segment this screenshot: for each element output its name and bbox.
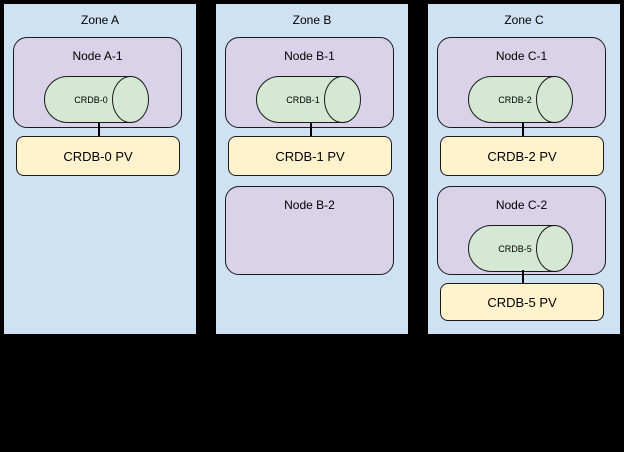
crdb-5-database-cylinder: CRDB-5 — [468, 225, 573, 272]
crdb-5-label: CRDB-5 — [498, 244, 532, 254]
zone-b: Zone B Node B-1 CRDB-1 CRDB-1 PV Node B-… — [214, 2, 410, 336]
zone-a-label: Zone A — [80, 13, 120, 27]
crdb-2-database-cylinder: CRDB-2 — [468, 76, 573, 123]
cylinder-cap — [112, 76, 149, 123]
crdb-1-pv-box: CRDB-1 PV — [228, 136, 392, 176]
node-c-1: Node C-1 CRDB-2 — [437, 37, 606, 128]
zone-b-label: Zone B — [292, 13, 332, 27]
connector-line-a1 — [98, 123, 100, 136]
zone-c: Zone C Node C-1 CRDB-2 CRDB-2 PV Node C-… — [426, 2, 622, 336]
crdb-2-pv-label: CRDB-2 PV — [487, 148, 557, 164]
crdb-1-database-cylinder: CRDB-1 — [256, 76, 361, 123]
crdb-0-label: CRDB-0 — [74, 95, 108, 105]
crdb-5-pv-box: CRDB-5 PV — [440, 283, 604, 321]
crdb-2-pv-box: CRDB-2 PV — [440, 136, 604, 176]
crdb-0-pv-label: CRDB-0 PV — [63, 148, 133, 164]
zone-a: Zone A Node A-1 CRDB-0 CRDB-0 PV — [2, 2, 198, 336]
node-a-1: Node A-1 CRDB-0 — [13, 37, 182, 128]
node-b-2-label: Node B-2 — [284, 198, 335, 212]
node-a-1-label: Node A-1 — [72, 49, 123, 63]
crdb-1-label: CRDB-1 — [286, 95, 320, 105]
crdb-2-label: CRDB-2 — [498, 95, 532, 105]
crdb-1-pv-label: CRDB-1 PV — [275, 148, 345, 164]
node-b-1-label: Node B-1 — [284, 49, 335, 63]
zone-c-label: Zone C — [504, 13, 544, 27]
node-c-2-label: Node C-2 — [495, 198, 548, 212]
node-c-2: Node C-2 CRDB-5 — [437, 186, 606, 275]
node-c-1-label: Node C-1 — [495, 49, 548, 63]
connector-line-c1 — [522, 123, 524, 136]
node-b-1: Node B-1 CRDB-1 — [225, 37, 394, 128]
connector-line-c2 — [522, 270, 524, 283]
crdb-0-database-cylinder: CRDB-0 — [44, 76, 149, 123]
cylinder-cap — [536, 225, 573, 272]
connector-line-b1 — [310, 123, 312, 136]
cylinder-cap — [536, 76, 573, 123]
node-b-2: Node B-2 — [225, 186, 394, 275]
crdb-5-pv-label: CRDB-5 PV — [487, 294, 557, 310]
crdb-0-pv-box: CRDB-0 PV — [16, 136, 180, 176]
cylinder-cap — [324, 76, 361, 123]
